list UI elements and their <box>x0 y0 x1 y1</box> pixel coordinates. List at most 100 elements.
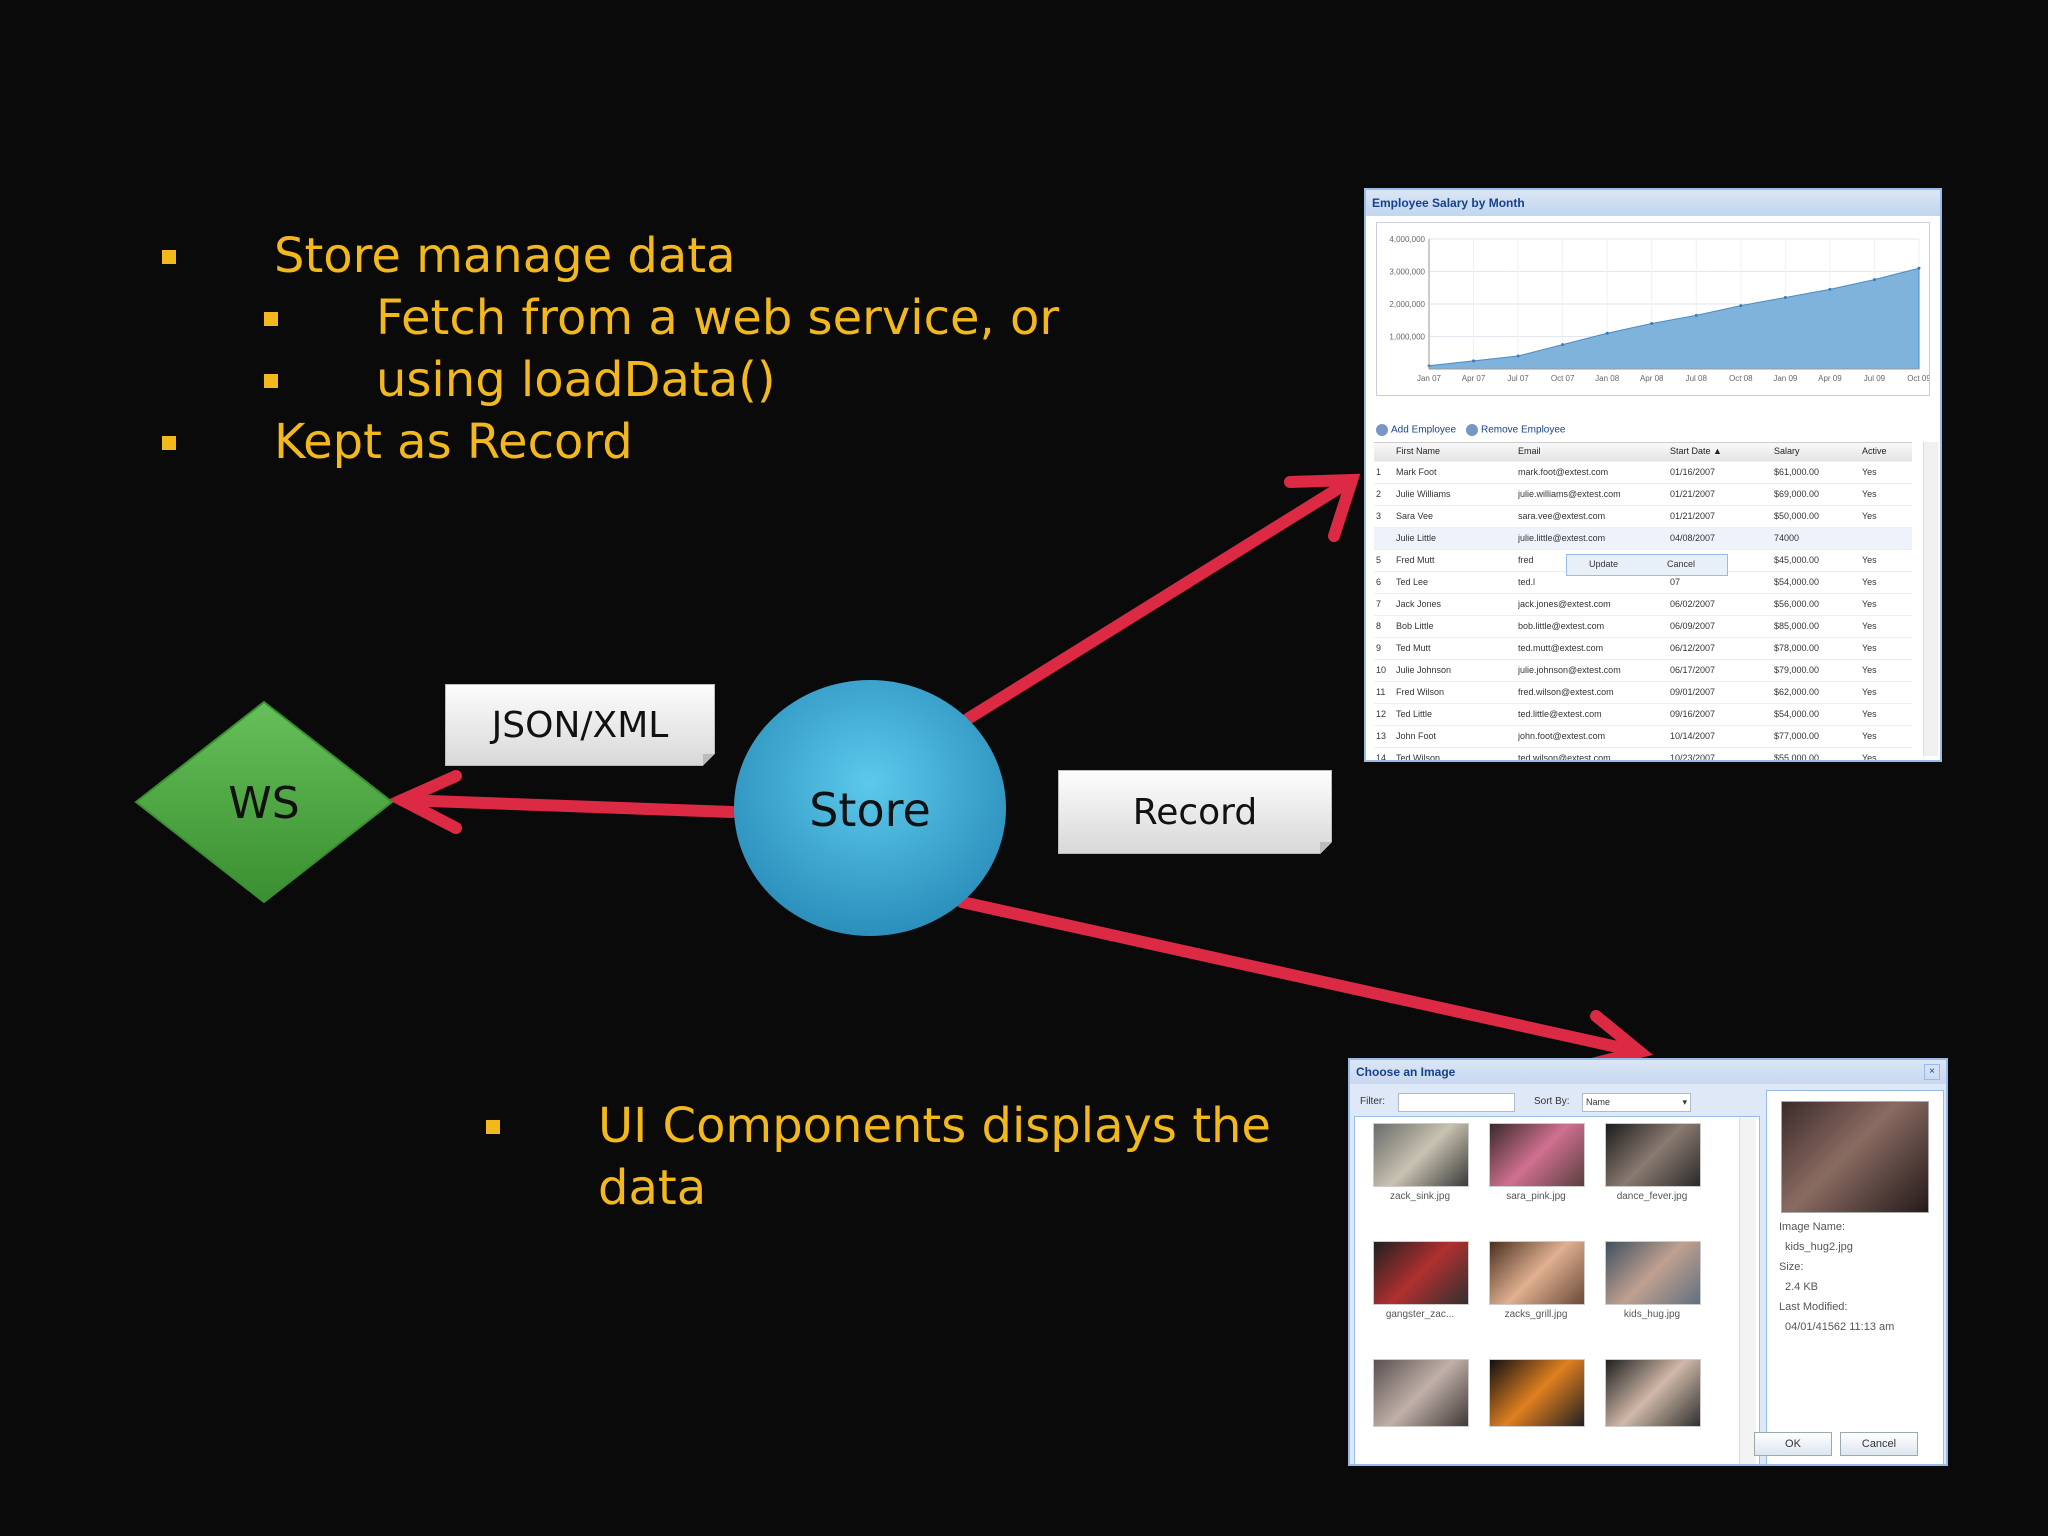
json-xml-callout: JSON/XML <box>445 684 715 766</box>
x-tick-label: Jul 09 <box>1864 374 1886 383</box>
image-thumbnail[interactable] <box>1605 1241 1701 1305</box>
table-cell: fred.wilson@extest.com <box>1518 687 1614 697</box>
x-tick-label: Oct 07 <box>1551 374 1575 383</box>
table-cell: 14 <box>1376 753 1387 762</box>
table-cell: 06/12/2007 <box>1670 643 1716 653</box>
image-thumbnail[interactable] <box>1373 1123 1469 1187</box>
table-cell: sara.vee@extest.com <box>1518 511 1606 521</box>
bullet-text-cont: data <box>598 1160 707 1216</box>
table-cell: Julie Johnson <box>1396 665 1452 675</box>
remove-employee-label: Remove Employee <box>1481 424 1566 436</box>
grid-column-header[interactable]: Email <box>1518 446 1541 456</box>
grid-column-header[interactable]: Active <box>1862 446 1887 456</box>
x-tick-label: Jan 07 <box>1417 374 1442 383</box>
table-cell: $61,000.00 <box>1774 467 1820 477</box>
remove-employee-button[interactable]: Remove Employee <box>1466 424 1565 436</box>
image-caption: sara_pink.jpg <box>1506 1191 1566 1202</box>
x-tick-label: Jan 08 <box>1595 374 1620 383</box>
bullet-text: using loadData() <box>376 352 776 408</box>
update-button[interactable]: Update <box>1589 559 1619 569</box>
grid-column-header[interactable]: Start Date ▲ <box>1670 446 1722 456</box>
image-thumbnail[interactable] <box>1373 1359 1469 1427</box>
image-thumbnail[interactable] <box>1489 1123 1585 1187</box>
table-cell: John Foot <box>1396 731 1437 741</box>
image-thumbnail[interactable] <box>1605 1123 1701 1187</box>
table-cell: 12 <box>1376 709 1387 719</box>
table-cell: Sara Vee <box>1396 511 1434 521</box>
table-cell: Yes <box>1862 577 1877 587</box>
record-label: Record <box>1132 791 1258 833</box>
table-cell: 01/16/2007 <box>1670 467 1716 477</box>
image-view-scrollbar[interactable] <box>1739 1117 1756 1464</box>
image-thumbnail[interactable] <box>1373 1241 1469 1305</box>
table-cell: $85,000.00 <box>1774 621 1820 631</box>
bullet-text: Kept as Record <box>274 414 633 470</box>
table-cell: ted.l <box>1518 577 1536 587</box>
bullet-marker <box>264 374 278 388</box>
table-cell: ted.mutt@extest.com <box>1518 643 1604 653</box>
image-thumbnail[interactable] <box>1489 1241 1585 1305</box>
add-employee-button[interactable]: Add Employee <box>1376 424 1456 436</box>
sort-label: Sort By: <box>1534 1096 1570 1107</box>
table-cell: 5 <box>1376 555 1382 565</box>
employee-grid: First Name Email Start Date ▲ Salary Active 1… <box>1374 442 1912 762</box>
image-thumbnail[interactable] <box>1489 1359 1585 1427</box>
ws-node <box>134 700 394 904</box>
table-cell: bob.little@extest.com <box>1518 621 1605 631</box>
sort-value: Name <box>1586 1097 1611 1107</box>
ws-label: WS <box>228 778 299 829</box>
table-cell: Yes <box>1862 665 1877 675</box>
chart-data-point <box>1828 287 1832 291</box>
grid-column-header[interactable]: Salary <box>1774 446 1800 456</box>
table-cell: Yes <box>1862 753 1877 762</box>
size-value: 2.4 KB <box>1785 1281 1819 1293</box>
bullet-marker <box>486 1120 500 1134</box>
close-icon[interactable]: × <box>1924 1064 1940 1080</box>
table-cell: 06/17/2007 <box>1670 665 1716 675</box>
table-cell: Jack Jones <box>1396 599 1442 609</box>
image-thumbnail[interactable] <box>1605 1359 1701 1427</box>
bullet-text: Fetch from a web service, or <box>376 290 1060 346</box>
chart-data-point <box>1472 359 1476 363</box>
bullet-text: Store manage data <box>274 228 736 284</box>
remove-user-icon <box>1466 424 1478 436</box>
cancel-edit-button[interactable]: Cancel <box>1667 559 1696 569</box>
filter-input[interactable] <box>1398 1093 1515 1112</box>
sort-select[interactable]: Name ▾ <box>1582 1093 1691 1112</box>
filter-label: Filter: <box>1360 1096 1385 1107</box>
table-cell: 09/16/2007 <box>1670 709 1716 719</box>
table-cell: $62,000.00 <box>1774 687 1820 697</box>
grid-scrollbar[interactable] <box>1923 442 1938 756</box>
table-cell: Yes <box>1862 621 1877 631</box>
table-cell: fred <box>1518 555 1534 565</box>
table-cell: julie.little@extest.com <box>1518 533 1606 543</box>
x-tick-label: Oct 08 <box>1729 374 1753 383</box>
table-cell: 09/01/2007 <box>1670 687 1716 697</box>
cancel-button[interactable]: Cancel <box>1840 1432 1918 1456</box>
grid-header-row: First Name Email Start Date ▲ Salary Active <box>1374 443 1912 462</box>
table-cell: $69,000.00 <box>1774 489 1820 499</box>
json-xml-label: JSON/XML <box>491 704 669 746</box>
chart-data-point <box>1783 296 1787 299</box>
chart-data-point <box>1694 313 1698 317</box>
chart-data-point <box>1605 331 1609 335</box>
table-cell: Ted Mutt <box>1396 643 1431 653</box>
grid-column-header[interactable]: First Name <box>1396 446 1441 456</box>
x-tick-label: Jul 08 <box>1686 374 1708 383</box>
table-cell: john.foot@extest.com <box>1518 731 1606 741</box>
ok-button[interactable]: OK <box>1754 1432 1832 1456</box>
table-cell: 3 <box>1376 511 1382 521</box>
